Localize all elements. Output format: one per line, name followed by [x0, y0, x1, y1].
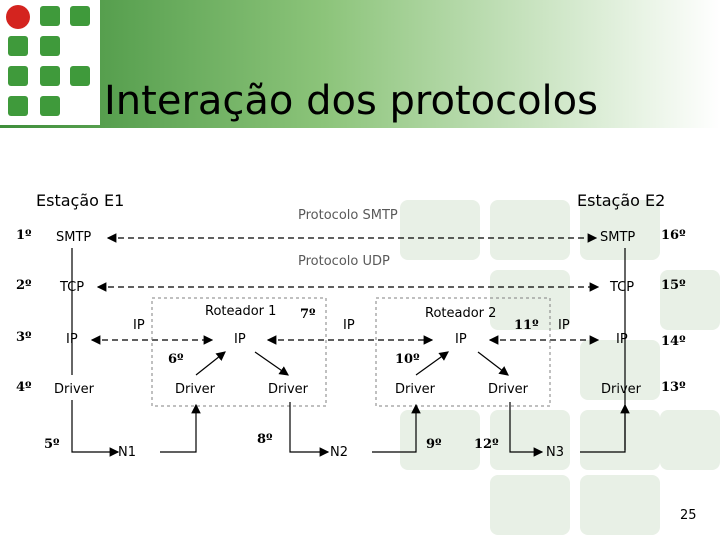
step-4: 4º	[16, 380, 32, 395]
step-6: 6º	[168, 352, 184, 367]
network-n3: N3	[546, 445, 564, 460]
router-2-box	[375, 297, 551, 407]
r2-driver-to-ip	[415, 351, 449, 376]
page-number: 25	[680, 508, 697, 523]
r1-driver-to-ip	[195, 351, 226, 376]
e2-tcp-layer: TCP	[610, 280, 635, 295]
router-2-ip: IP	[455, 332, 467, 347]
router-1-driver-left: Driver	[175, 382, 216, 397]
link-ip-label-2: IP	[343, 318, 355, 333]
r1-to-n2	[289, 402, 330, 457]
n1-to-r1	[160, 403, 201, 453]
step-16: 16º	[661, 228, 686, 243]
step-14: 14º	[661, 334, 686, 349]
network-n2: N2	[330, 445, 348, 460]
n2-to-r2	[372, 403, 421, 453]
step-12: 12º	[474, 437, 499, 452]
router-1-name: Roteador 1	[205, 304, 277, 319]
step-1: 1º	[16, 228, 32, 243]
link-ip-label-3: IP	[558, 318, 570, 333]
router-1-ip: IP	[234, 332, 246, 347]
router-1-box	[151, 297, 327, 407]
router-1-driver-right: Driver	[268, 382, 309, 397]
e2-driver-layer: Driver	[601, 382, 642, 397]
e1-driver-layer: Driver	[54, 382, 95, 397]
network-n1: N1	[118, 445, 136, 460]
udp-protocol-label: Protocolo UDP	[298, 254, 390, 269]
e2-ip-layer: IP	[616, 332, 628, 347]
station-e2-label: Estação E2	[577, 191, 666, 210]
n3-to-e2	[580, 403, 630, 453]
r2-to-n3	[509, 402, 544, 457]
step-15: 15º	[661, 278, 686, 293]
r2-ip-to-driver	[477, 351, 509, 376]
slide-title: Interação dos protocolos	[104, 78, 598, 124]
r1-ip-to-driver	[254, 351, 289, 376]
smtp-protocol-label: Protocolo SMTP	[298, 208, 398, 223]
header-gradient	[0, 0, 720, 128]
step-8: 8º	[257, 432, 273, 447]
step-11: 11º	[514, 318, 539, 333]
station-e1-label: Estação E1	[36, 191, 125, 210]
step-10: 10º	[395, 352, 420, 367]
e2-smtp-layer: SMTP	[600, 230, 636, 245]
step-2: 2º	[16, 278, 32, 293]
e1-smtp-layer: SMTP	[56, 230, 92, 245]
step-7: 7º	[300, 307, 316, 322]
e1-tcp-layer: TCP	[60, 280, 85, 295]
institute-logo	[0, 0, 100, 125]
router-2-name: Roteador 2	[425, 306, 497, 321]
link-ip-label-1: IP	[133, 318, 145, 333]
step-9: 9º	[426, 437, 442, 452]
step-5: 5º	[44, 437, 60, 452]
step-13: 13º	[661, 380, 686, 395]
step-3: 3º	[16, 330, 32, 345]
e1-to-n1	[71, 400, 120, 457]
router-2-driver-left: Driver	[395, 382, 436, 397]
e1-ip-layer: IP	[66, 332, 78, 347]
router-2-driver-right: Driver	[488, 382, 529, 397]
